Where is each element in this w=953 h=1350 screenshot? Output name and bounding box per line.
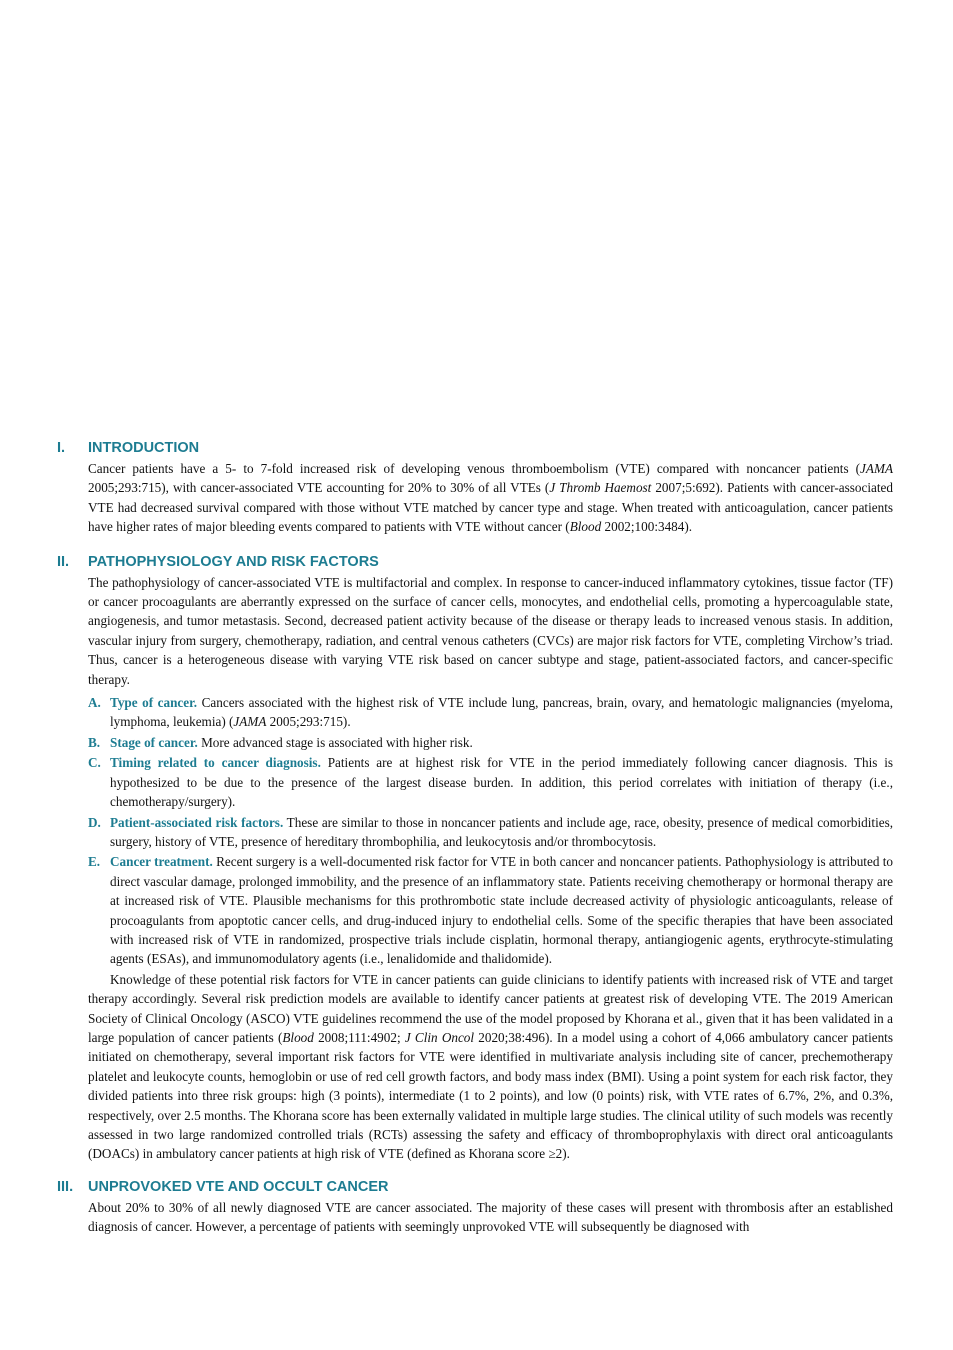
risk-factor-item: E. Cancer treatment. Recent surgery is a … xyxy=(88,852,893,968)
pathophysiology-paragraph: The pathophysiology of cancer-associated… xyxy=(88,574,893,687)
risk-factor-item: D. Patient-associated risk factors. These… xyxy=(88,813,893,852)
item-letter: D. xyxy=(88,814,101,830)
section-title: UNPROVOKED VTE AND OCCULT CANCER xyxy=(88,1178,389,1195)
section-number: III. xyxy=(57,1178,74,1195)
item-heading: Type of cancer. xyxy=(110,695,198,711)
text-run: Knowledge of these potential risk factor… xyxy=(88,971,893,1045)
section-number: II. xyxy=(57,553,70,570)
risk-factor-item: B. Stage of cancer. More advanced stage i… xyxy=(88,733,893,752)
item-letter: A. xyxy=(88,695,101,711)
section-heading: III. UNPROVOKED VTE AND OCCULT CANCER xyxy=(0,1176,953,1198)
item-heading: Stage of cancer. xyxy=(110,734,198,750)
section-title: PATHOPHYSIOLOGY AND RISK FACTORS xyxy=(88,553,379,570)
item-text: Cancers associated with the highest risk… xyxy=(110,695,893,730)
intro-paragraph: Cancer patients have a 5- to 7-fold incr… xyxy=(88,459,893,537)
citation-journal: J Thromb Haemost xyxy=(549,480,652,496)
item-text: More advanced stage is associated with h… xyxy=(197,734,473,750)
text-run: 2020;38:496). In a model using a cohort … xyxy=(88,1029,893,1162)
risk-model-paragraph: Knowledge of these potential risk factor… xyxy=(88,970,893,1164)
citation-journal: Blood xyxy=(282,1029,314,1045)
item-letter: E. xyxy=(88,854,101,870)
item-heading: Patient-associated risk factors. xyxy=(110,814,284,830)
unprovoked-vte-paragraph: About 20% to 30% of all newly diagnosed … xyxy=(88,1199,893,1235)
citation-journal: J Clin Oncol xyxy=(404,1029,475,1045)
text-run: 2002;100:3484). xyxy=(601,519,693,535)
citation-journal: Blood xyxy=(569,519,602,535)
document-page: I. INTRODUCTION Cancer patients have a 5… xyxy=(0,437,953,1237)
item-letter: C. xyxy=(88,755,101,771)
text-run: 2005;293:715), with cancer-associated VT… xyxy=(88,480,550,496)
risk-factor-item: A. Type of cancer. Cancers associated wit… xyxy=(88,693,893,732)
section-unprovoked-vte: III. UNPROVOKED VTE AND OCCULT CANCER Ab… xyxy=(0,1176,953,1237)
text-run: Cancer patients have a 5- to 7-fold incr… xyxy=(88,461,861,476)
section-title: INTRODUCTION xyxy=(88,440,200,456)
risk-factor-list: A. Type of cancer. Cancers associated wit… xyxy=(88,693,893,969)
section-heading: I. INTRODUCTION xyxy=(0,437,953,459)
item-heading: Timing related to cancer diagnosis. xyxy=(110,755,321,771)
item-letter: B. xyxy=(88,734,101,750)
section-pathophysiology: II. PATHOPHYSIOLOGY AND RISK FACTORS The… xyxy=(0,551,953,1164)
section-introduction: I. INTRODUCTION Cancer patients have a 5… xyxy=(0,437,953,537)
section-heading: II. PATHOPHYSIOLOGY AND RISK FACTORS xyxy=(0,551,953,573)
text-run: 2007;5:692). Patients with cancer-associ… xyxy=(88,480,893,535)
item-text: These are similar to those in noncancer … xyxy=(110,814,894,849)
item-text: Patients are at highest risk for VTE in … xyxy=(110,755,893,810)
citation-journal: JAMA xyxy=(860,461,893,476)
item-text: 2005;293:715). xyxy=(266,714,351,730)
item-heading: Cancer treatment. xyxy=(110,854,213,870)
section-number: I. xyxy=(57,440,66,456)
item-text: Recent surgery is a well-documented risk… xyxy=(110,854,893,967)
risk-factor-item: C. Timing related to cancer diagnosis. Pa… xyxy=(88,753,893,811)
text-run: 2008;111:4902; xyxy=(313,1029,405,1045)
citation-journal: JAMA xyxy=(233,714,267,730)
